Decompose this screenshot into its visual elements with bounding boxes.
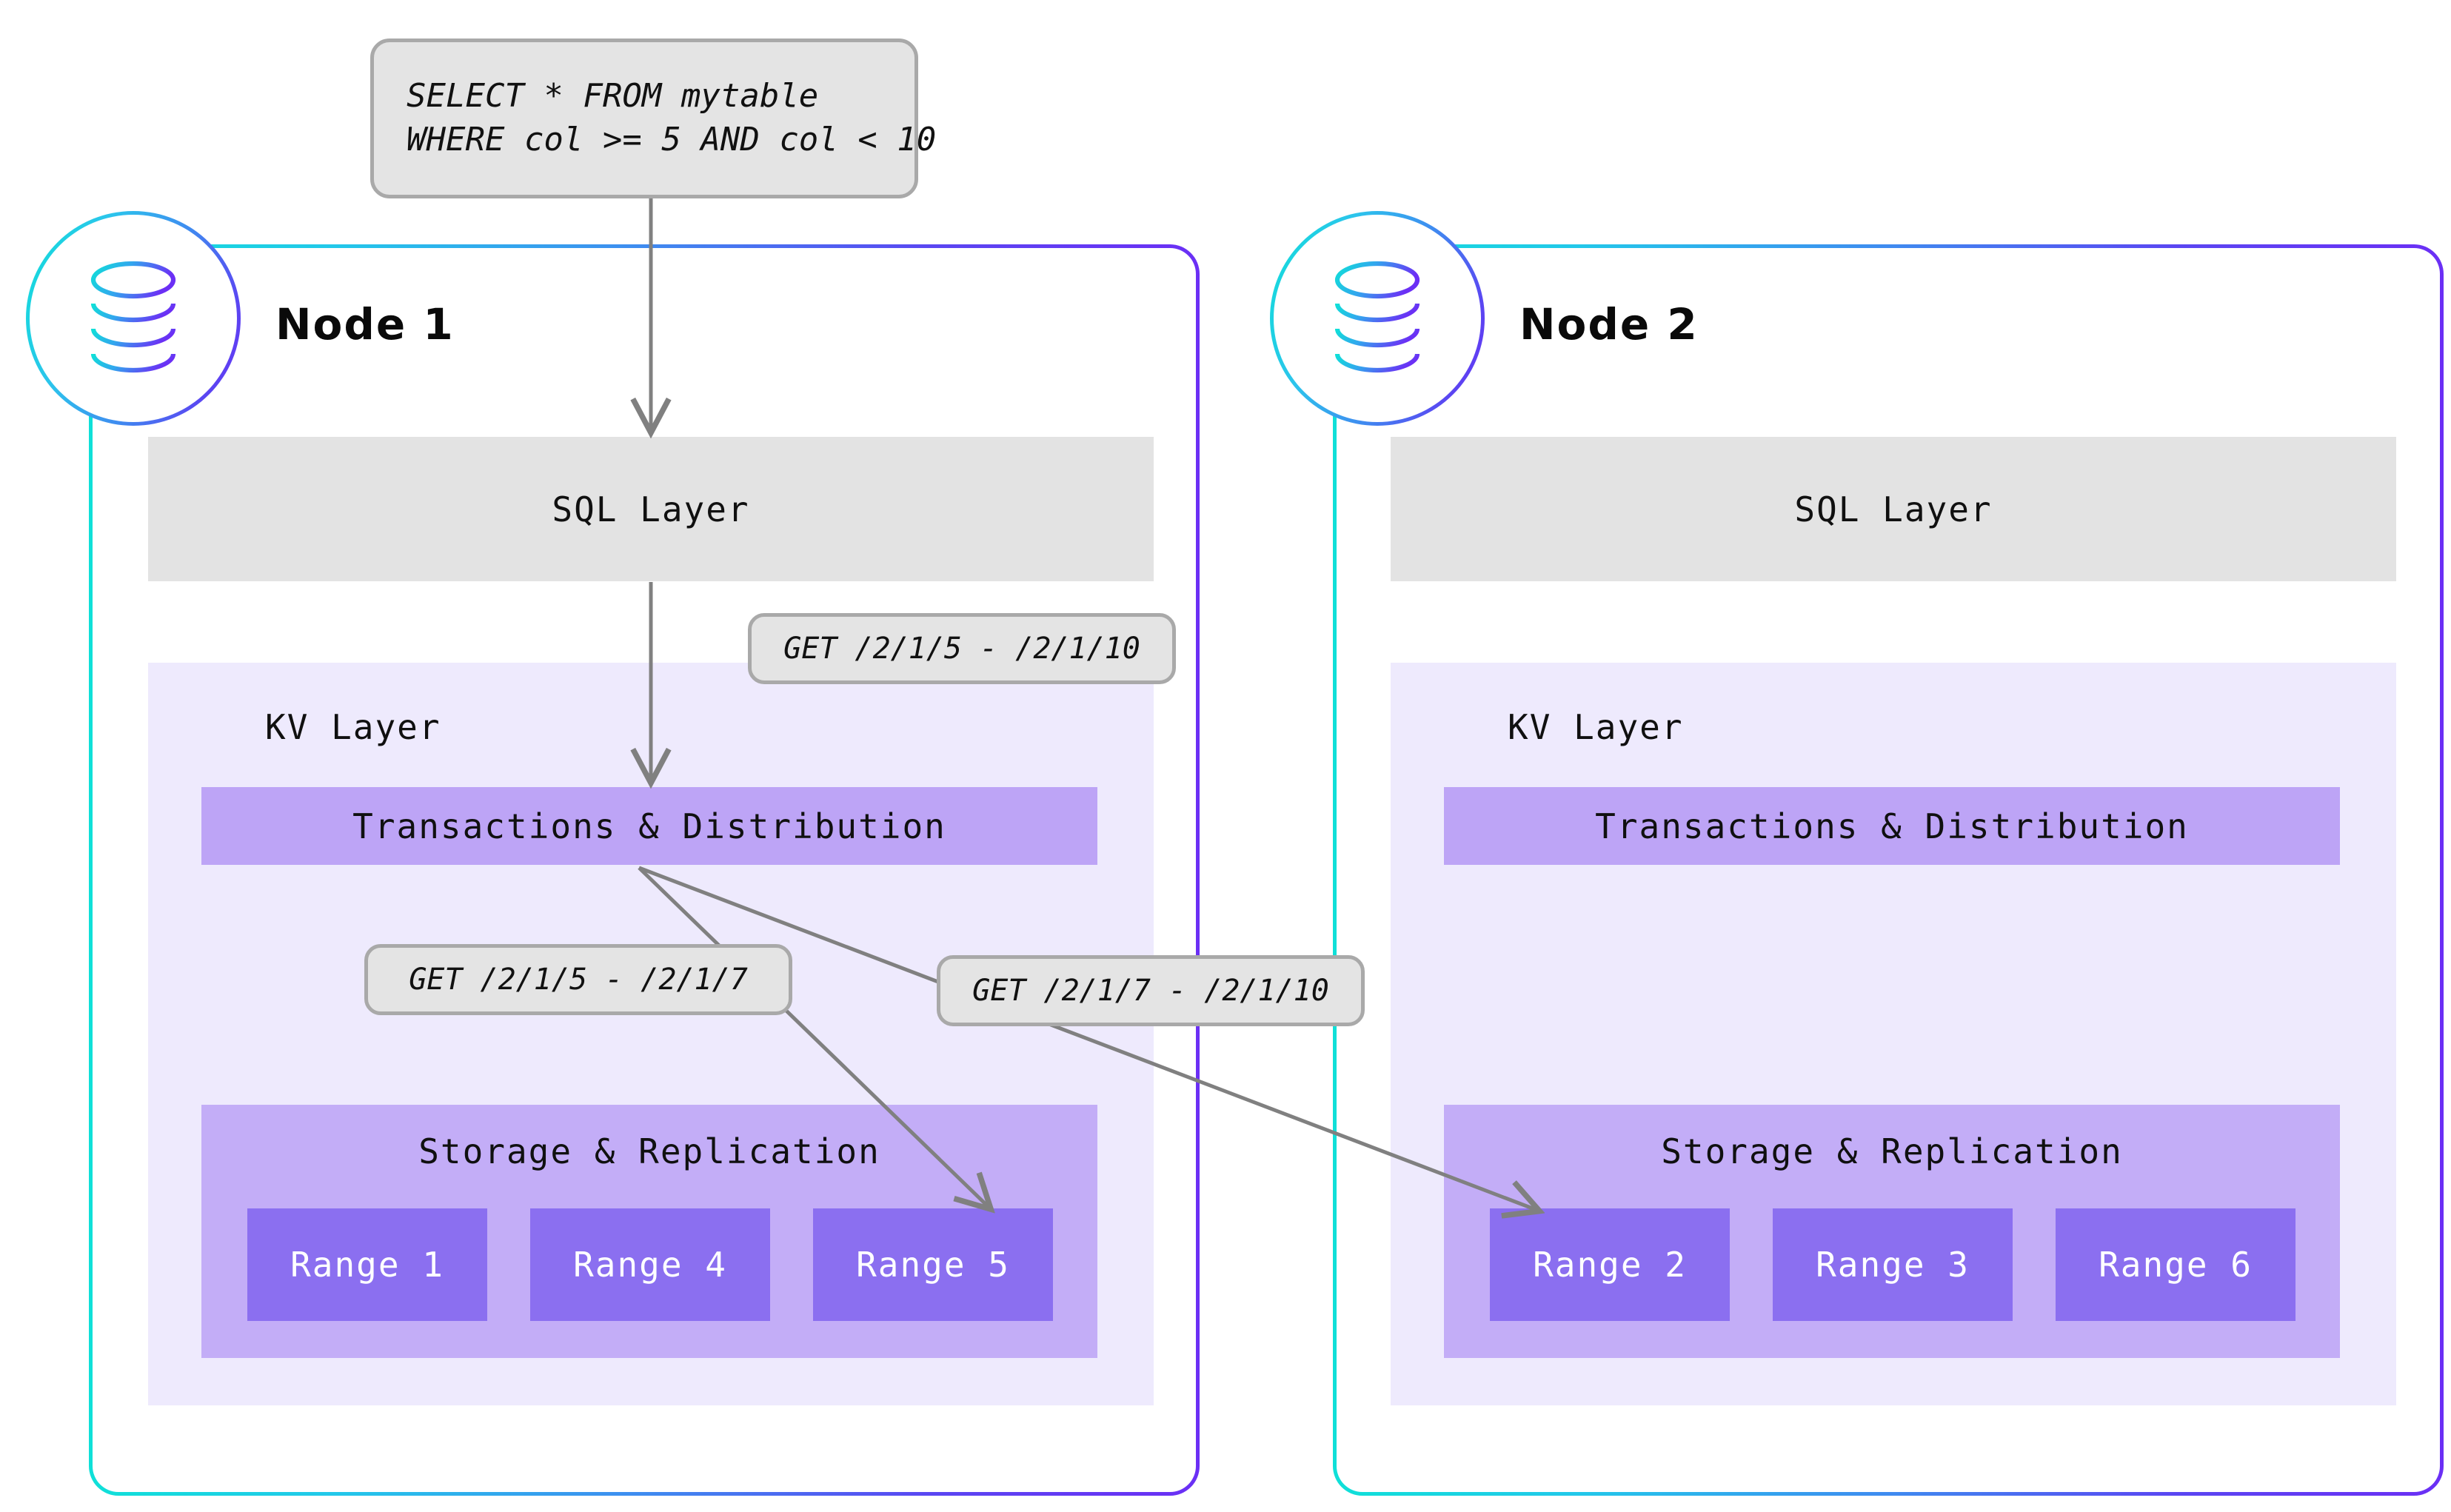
node-2-kv-layer-label: KV Layer (1508, 707, 1684, 747)
node-2-storage-title: Storage & Replication (1661, 1131, 2123, 1171)
node-1-sql-layer: SQL Layer (148, 437, 1154, 581)
node-2-range-box[interactable]: Range 2 (1490, 1208, 1730, 1321)
database-icon (1334, 261, 1420, 373)
node-2-title: Node 2 (1519, 299, 1699, 349)
node-1-range-box[interactable]: Range 5 (813, 1208, 1053, 1321)
node-1-range-box[interactable]: Range 4 (530, 1208, 770, 1321)
get-callout-left: GET /2/1/5 - /2/1/7 (364, 944, 792, 1015)
node-2-range-box[interactable]: Range 6 (2056, 1208, 2295, 1321)
node-1-range-box[interactable]: Range 1 (247, 1208, 487, 1321)
node-1-range-row: Range 1 Range 4 Range 5 (247, 1208, 1054, 1321)
node-1-storage-replication: Storage & Replication Range 1 Range 4 Ra… (201, 1105, 1097, 1358)
get-callout-right: GET /2/1/7 - /2/1/10 (937, 955, 1365, 1026)
node-2-transactions-distribution: Transactions & Distribution (1444, 787, 2340, 865)
node-2-badge-inner (1274, 215, 1481, 422)
node-1-transactions-distribution: Transactions & Distribution (201, 787, 1097, 865)
get-callout-top: GET /2/1/5 - /2/1/10 (748, 613, 1176, 684)
node-1-kv-layer-label: KV Layer (265, 707, 441, 747)
node-2-badge (1270, 211, 1485, 426)
node-2-storage-replication: Storage & Replication Range 2 Range 3 Ra… (1444, 1105, 2340, 1358)
node-2-range-row: Range 2 Range 3 Range 6 (1490, 1208, 2297, 1321)
node-2-range-box[interactable]: Range 3 (1773, 1208, 2013, 1321)
node-1-title: Node 1 (275, 299, 455, 349)
node-1-storage-title: Storage & Replication (418, 1131, 880, 1171)
database-icon (90, 261, 176, 373)
sql-query-line-2: WHERE col >= 5 AND col < 10 (407, 121, 937, 158)
sql-query-line-1: SELECT * FROM mytable (407, 77, 819, 116)
node-1-badge-inner (30, 215, 237, 422)
node-1-badge (26, 211, 241, 426)
sql-query-callout: SELECT * FROM mytable WHERE col >= 5 AND… (370, 39, 937, 198)
node-2-sql-layer: SQL Layer (1391, 437, 2396, 581)
